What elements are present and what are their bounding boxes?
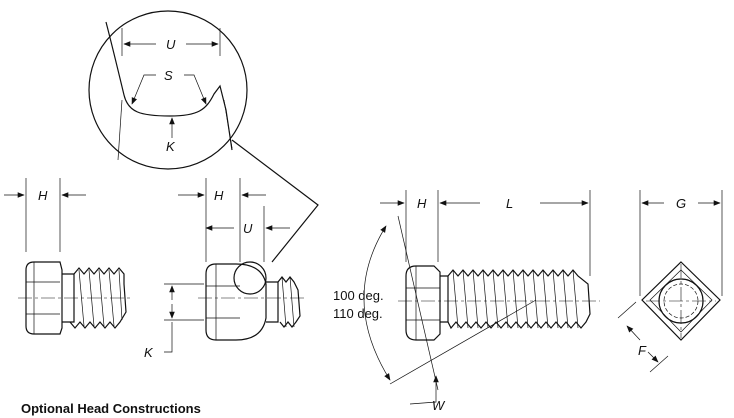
- angle-110-label: 110 deg.: [333, 306, 383, 321]
- detail-k-label: K: [166, 139, 176, 154]
- main-w-label: W: [432, 398, 446, 413]
- end-f-label: F: [638, 343, 647, 358]
- detail-u-label: U: [166, 37, 176, 52]
- main-l-label: L: [506, 196, 513, 211]
- middle-h-label: H: [214, 188, 224, 203]
- screw-end-view: G F: [617, 190, 723, 373]
- middle-k-label: K: [144, 345, 154, 360]
- screw-main: H L 100 deg. 110 deg. W: [333, 190, 600, 413]
- middle-u-label: U: [243, 221, 253, 236]
- left-h-label: H: [38, 188, 48, 203]
- end-g-label: G: [676, 196, 686, 211]
- caption: Optional Head Constructions: [21, 401, 201, 416]
- detail-s-label: S: [164, 68, 173, 83]
- detail-magnifier: U S K: [88, 10, 319, 263]
- angle-100-label: 100 deg.: [333, 288, 384, 303]
- screw-left: H: [4, 178, 132, 335]
- main-h-label: H: [417, 196, 427, 211]
- screw-middle: H U K: [144, 178, 304, 360]
